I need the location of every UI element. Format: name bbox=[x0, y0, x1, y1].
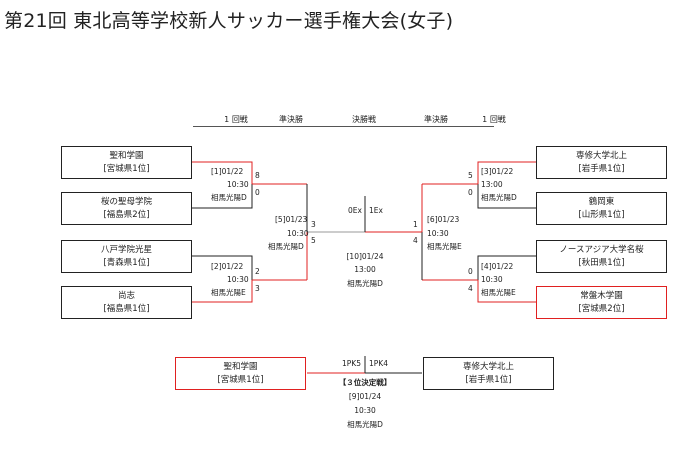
team-pref: [宮城県1位] bbox=[103, 163, 150, 174]
match6-time: 10:30 bbox=[427, 229, 449, 238]
bracket-line-m1-bottom bbox=[192, 184, 253, 209]
match4-score-bottom: 4 bbox=[468, 284, 473, 293]
third-place-left-box: 聖和学園 [宮城県1位] bbox=[175, 357, 306, 390]
match1-score-bottom: 0 bbox=[255, 188, 260, 197]
team-name: 鶴岡東 bbox=[588, 196, 615, 207]
team-pref: [秋田県1位] bbox=[578, 257, 625, 268]
team-pref: [宮城県2位] bbox=[578, 303, 625, 314]
final-date: [10]01/24 bbox=[346, 252, 384, 261]
bracket-line-m3-top bbox=[477, 161, 536, 184]
match3-score-bottom: 0 bbox=[468, 188, 473, 197]
bracket-line-m3-bottom bbox=[477, 184, 536, 209]
team-name: 聖和学園 bbox=[109, 150, 144, 161]
match1-venue: 相馬光陽D bbox=[211, 193, 247, 202]
team-name: 専修大学北上 bbox=[462, 361, 514, 372]
third-venue: 相馬光陽D bbox=[347, 420, 383, 429]
match3-score-top: 5 bbox=[468, 171, 473, 180]
final-venue: 相馬光陽D bbox=[347, 279, 383, 288]
match4-time: 10:30 bbox=[481, 275, 503, 284]
team-box-hachinohe: 八戸学院光星 [青森県1位] bbox=[61, 240, 192, 273]
third-score-right: 1PK4 bbox=[369, 359, 388, 368]
bracket-line-m1-top bbox=[192, 161, 253, 184]
team-box-shoshi: 尚志 [福島県1位] bbox=[61, 286, 192, 319]
match6-score-bottom: 4 bbox=[413, 236, 418, 245]
match2-score-top: 2 bbox=[255, 267, 260, 276]
team-pref: [福島県1位] bbox=[103, 303, 150, 314]
header-round1-right: 1 回戦 bbox=[482, 115, 506, 124]
match1-time: 10:30 bbox=[227, 180, 249, 189]
team-box-senshu: 専修大学北上 [岩手県1位] bbox=[536, 146, 667, 179]
match5-date: [5]01/23 bbox=[275, 215, 308, 224]
header-semifinal-left: 準決勝 bbox=[279, 115, 303, 124]
third-date: [9]01/24 bbox=[348, 392, 382, 401]
third-time: 10:30 bbox=[354, 406, 376, 415]
team-name: 尚志 bbox=[117, 290, 135, 301]
match2-score-bottom: 3 bbox=[255, 284, 260, 293]
team-name: 常盤木学園 bbox=[580, 290, 623, 301]
team-name: 桜の聖母学院 bbox=[100, 196, 152, 207]
team-name: 専修大学北上 bbox=[575, 150, 627, 161]
team-pref: [山形県1位] bbox=[578, 209, 625, 220]
team-pref: [岩手県1位] bbox=[578, 163, 625, 174]
team-box-northasia: ノースアジア大学名桜 [秋田県1位] bbox=[536, 240, 667, 273]
header-divider bbox=[193, 126, 494, 127]
third-place-label: 【３位決定戦】 bbox=[338, 378, 392, 387]
team-box-tokiwagi: 常盤木学園 [宮城県2位] bbox=[536, 286, 667, 319]
match6-venue: 相馬光陽E bbox=[427, 242, 462, 251]
third-place-right-box: 専修大学北上 [岩手県1位] bbox=[423, 357, 554, 390]
match6-score-top: 1 bbox=[413, 220, 418, 229]
match3-venue: 相馬光陽D bbox=[481, 193, 517, 202]
page-title: 第21回 東北高等学校新人サッカー選手権大会(女子) bbox=[4, 10, 454, 32]
header-semifinal-right: 準決勝 bbox=[424, 115, 448, 124]
team-box-seiwa: 聖和学園 [宮城県1位] bbox=[61, 146, 192, 179]
match1-score-top: 8 bbox=[255, 171, 260, 180]
match4-score-top: 0 bbox=[468, 267, 473, 276]
match3-time: 13:00 bbox=[481, 180, 503, 189]
bracket-line-m2-bottom bbox=[192, 280, 253, 303]
bracket-line-m4-bottom bbox=[477, 280, 536, 303]
match2-time: 10:30 bbox=[227, 275, 249, 284]
team-box-sakuranoseibo: 桜の聖母学院 [福島県2位] bbox=[61, 192, 192, 225]
match2-date: [2]01/22 bbox=[211, 262, 244, 271]
final-score-left: 0Ex bbox=[348, 206, 362, 215]
match5-score-bottom: 5 bbox=[311, 236, 316, 245]
third-score-left: 1PK5 bbox=[342, 359, 361, 368]
team-pref: [青森県1位] bbox=[103, 257, 150, 268]
match4-date: [4]01/22 bbox=[481, 262, 514, 271]
team-name: 八戸学院光星 bbox=[100, 244, 152, 255]
bracket-line-m2-top bbox=[192, 255, 253, 280]
match5-score-top: 3 bbox=[311, 220, 316, 229]
team-pref: [宮城県1位] bbox=[217, 374, 264, 385]
team-name: 聖和学園 bbox=[223, 361, 258, 372]
match3-date: [3]01/22 bbox=[481, 167, 514, 176]
match6-date: [6]01/23 bbox=[427, 215, 460, 224]
team-pref: [福島県2位] bbox=[103, 209, 150, 220]
team-name: ノースアジア大学名桜 bbox=[559, 244, 644, 255]
header-round1-left: 1 回戦 bbox=[224, 115, 248, 124]
match5-time: 10:30 bbox=[287, 229, 309, 238]
match2-venue: 相馬光陽E bbox=[211, 288, 246, 297]
team-pref: [岩手県1位] bbox=[465, 374, 512, 385]
final-score-right: 1Ex bbox=[369, 206, 383, 215]
match4-venue: 相馬光陽E bbox=[481, 288, 516, 297]
header-final: 決勝戦 bbox=[352, 115, 376, 124]
bracket-line-m4-top bbox=[477, 255, 536, 280]
match5-venue: 相馬光陽D bbox=[268, 242, 304, 251]
team-box-tsuruoka: 鶴岡東 [山形県1位] bbox=[536, 192, 667, 225]
match1-date: [1]01/22 bbox=[211, 167, 244, 176]
final-time: 13:00 bbox=[354, 265, 376, 274]
